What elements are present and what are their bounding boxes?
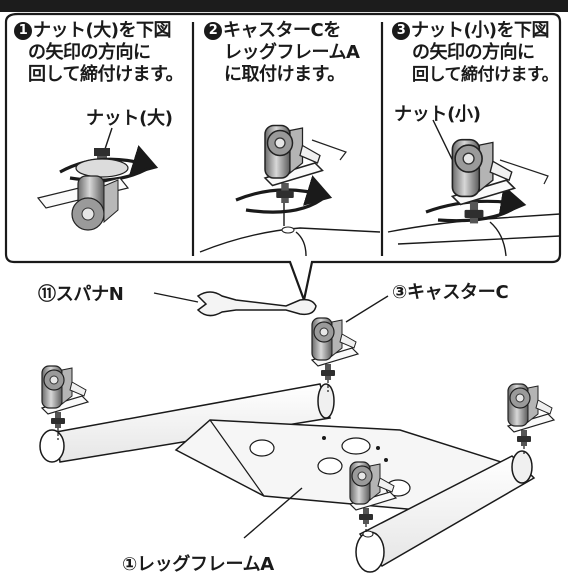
leader-leg-frame: [243, 487, 303, 539]
label-wrench-n: ⑪スパナN: [38, 284, 124, 305]
label-leg-frame-a: ①レッグフレームA: [122, 554, 274, 575]
leader-caster-c: [345, 295, 389, 323]
label-nut-large: ナット(大): [86, 108, 173, 129]
label-caster-c: ③キャスターC: [392, 282, 509, 303]
frame-caster-back-right: [311, 317, 359, 392]
step-2-number: 2: [204, 22, 222, 40]
panel1-caster-illustration: [36, 127, 159, 231]
frame-caster-front-right: [507, 383, 555, 456]
panel3-caster-illustration: [387, 119, 561, 257]
leg-frame: [39, 383, 536, 573]
label-nut-small: ナット(小): [394, 104, 481, 125]
wrench: [153, 291, 317, 317]
top-bar: [0, 0, 568, 12]
step-3-number: 3: [392, 22, 410, 40]
step-1-number: 1: [14, 22, 32, 40]
frame-caster-front-left: [349, 461, 397, 532]
frame-caster-back-left: [41, 365, 89, 440]
panel2-caster-illustration: [199, 124, 381, 257]
